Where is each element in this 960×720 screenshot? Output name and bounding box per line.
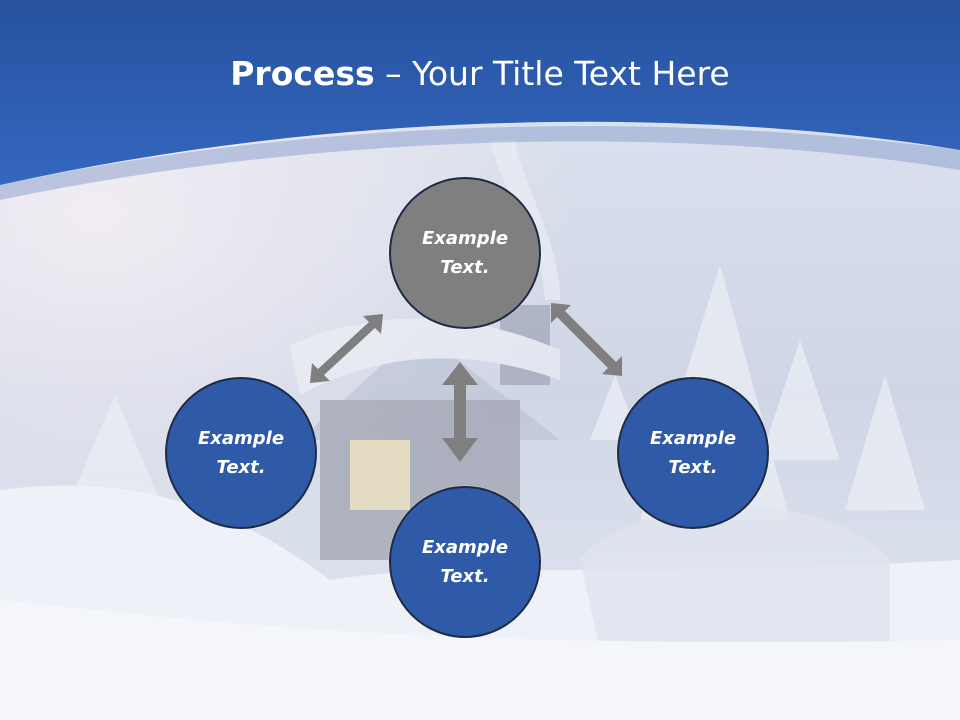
title-bold: Process (230, 54, 375, 93)
double-arrow-center (442, 362, 478, 462)
double-arrow-right (551, 303, 622, 376)
node-text: Example Text. (421, 537, 509, 587)
title-rest: – Your Title Text Here (374, 54, 730, 93)
node-text: Example Text. (649, 428, 737, 478)
process-node-left: Example Text. (165, 377, 317, 529)
node-text: Example Text. (421, 228, 509, 278)
process-node-bottom: Example Text. (389, 486, 541, 638)
double-arrow-left (310, 314, 383, 383)
process-node-right: Example Text. (617, 377, 769, 529)
node-text: Example Text. (197, 428, 285, 478)
process-node-top: Example Text. (389, 177, 541, 329)
slide-title: Process – Your Title Text Here (0, 52, 960, 96)
